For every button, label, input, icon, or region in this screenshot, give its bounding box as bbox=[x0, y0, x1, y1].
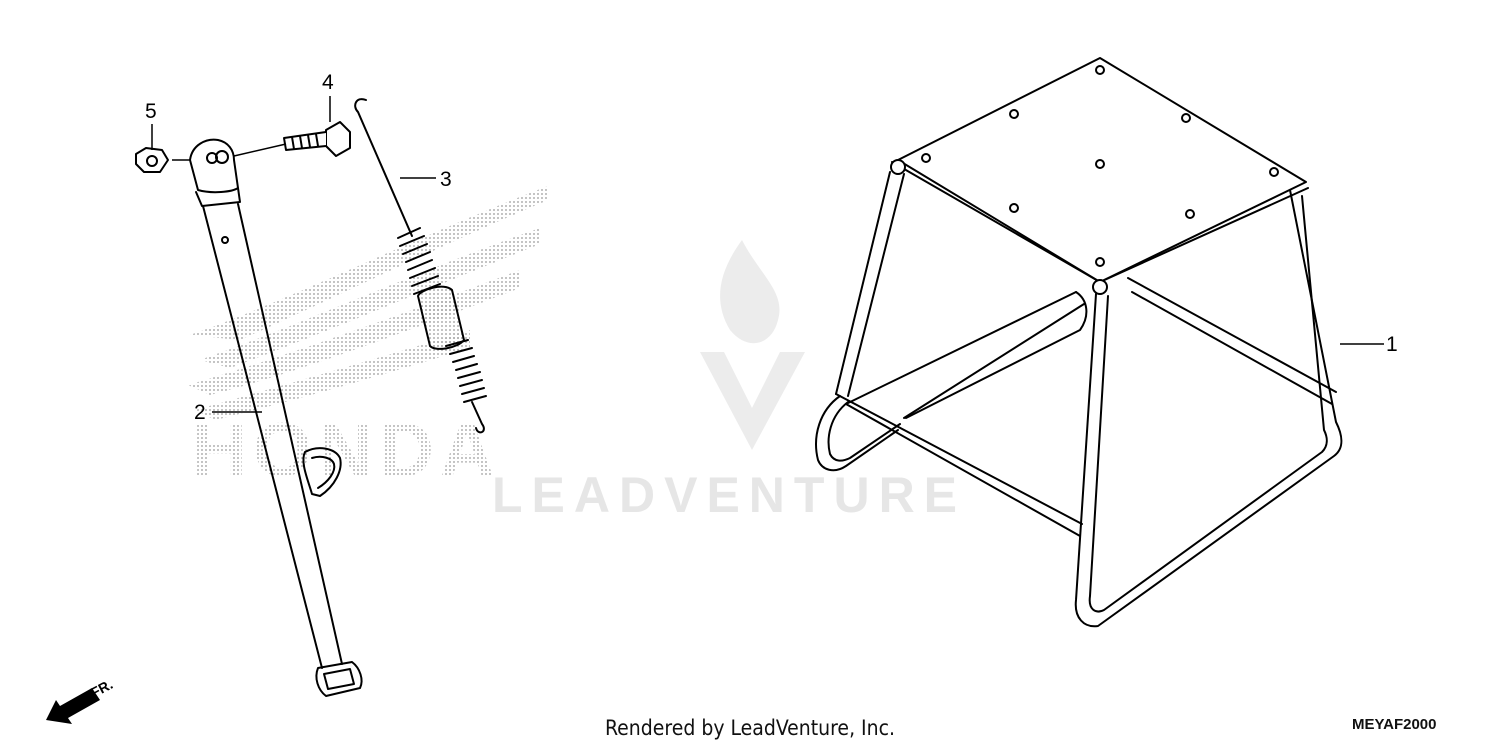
work-stand-part bbox=[815, 57, 1343, 628]
nut-part bbox=[135, 147, 169, 173]
spring-part bbox=[354, 98, 487, 434]
leadventure-watermark: LEADVENTURE bbox=[492, 240, 966, 523]
callout-leaders bbox=[151, 96, 1384, 413]
leadventure-watermark-text: LEADVENTURE bbox=[492, 467, 966, 523]
callout-2: 2 bbox=[194, 401, 206, 424]
honda-logo-text: HONDA bbox=[192, 408, 501, 493]
honda-logo-watermark: HONDA bbox=[188, 186, 548, 493]
callout-4: 4 bbox=[322, 71, 334, 94]
arrow-icon bbox=[46, 688, 100, 724]
diagram-code: MEYAF2000 bbox=[1352, 716, 1437, 733]
bolt-part bbox=[283, 121, 351, 157]
callout-3: 3 bbox=[440, 168, 452, 191]
callout-1: 1 bbox=[1386, 333, 1398, 356]
side-stand-part bbox=[189, 138, 363, 697]
callout-5: 5 bbox=[145, 100, 157, 123]
rendered-by-footer: Rendered by LeadVenture, Inc. bbox=[605, 716, 895, 740]
